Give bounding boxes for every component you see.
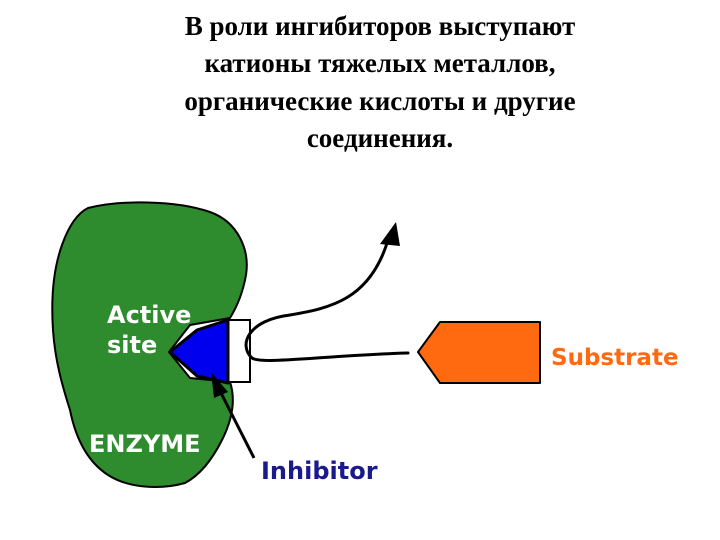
inhibitor-arrow-head bbox=[211, 372, 228, 398]
title-line-3: органические кислоты и другие bbox=[184, 85, 576, 116]
active-site-pocket-outline bbox=[228, 319, 251, 383]
substrate-deflected-path bbox=[244, 238, 410, 362]
title-line-4: соединения. bbox=[306, 122, 454, 153]
deflected-arrow-head bbox=[380, 222, 400, 246]
substrate-label: Substrate bbox=[551, 345, 679, 371]
slide-title: В роли ингибиторов выступают катионы тяж… bbox=[0, 8, 720, 157]
substrate-shape bbox=[417, 321, 541, 384]
inhibitor-arrow-shaft bbox=[219, 392, 256, 459]
inhibitor-label: Inhibitor bbox=[261, 457, 378, 485]
active-site-label-line2: site bbox=[107, 331, 157, 359]
enzyme-body bbox=[51, 201, 248, 488]
active-site-pocket bbox=[228, 320, 250, 382]
title-line-2: катионы тяжелых металлов, bbox=[204, 48, 556, 79]
title-line-1: В роли ингибиторов выступают bbox=[184, 11, 576, 41]
active-site-label-line1: Active bbox=[107, 301, 191, 329]
enzyme-label: ENZYME bbox=[89, 430, 201, 458]
inhibitor-shape bbox=[168, 318, 230, 385]
